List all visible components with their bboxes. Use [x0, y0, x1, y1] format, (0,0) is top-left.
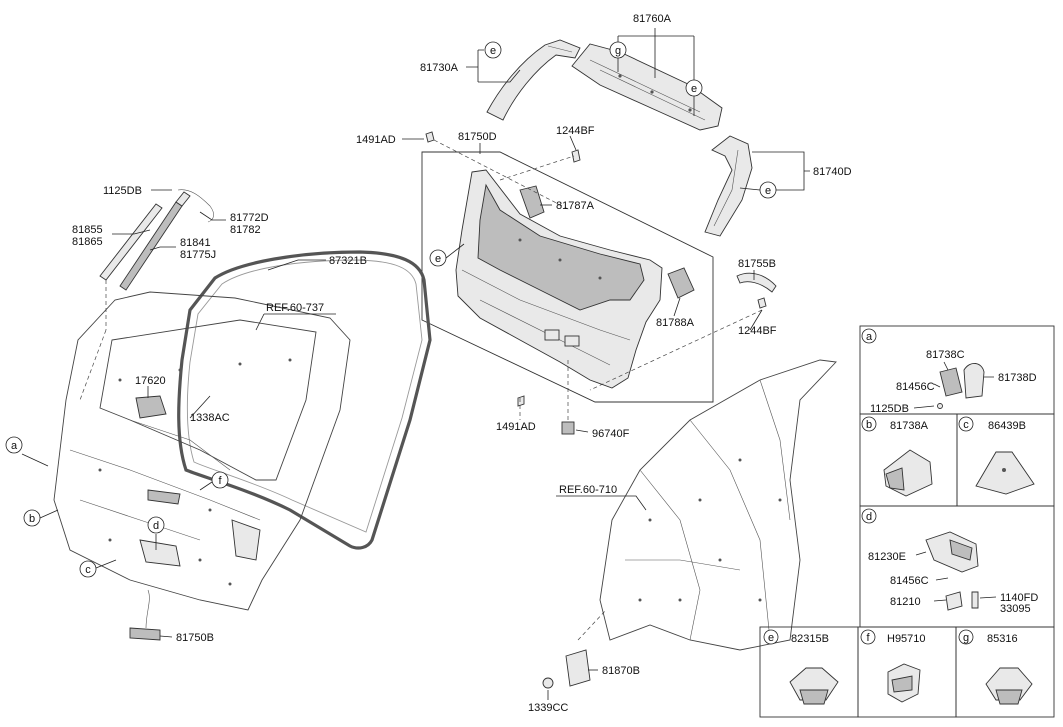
pad-81788A — [667, 267, 695, 299]
panel-b-letter: b — [866, 419, 872, 431]
callout-letter: e — [765, 185, 771, 197]
panel-g-part: 85316 — [987, 633, 1018, 645]
panel-c-letter: c — [963, 419, 969, 431]
panel-a: a 81738C 81456C 81738D 1125DB — [861, 328, 1037, 415]
label-17620: 17620 — [135, 375, 166, 387]
bracket-81870B — [565, 649, 591, 687]
panel-f-part: H95710 — [887, 633, 926, 645]
callout-letter: a — [11, 440, 18, 452]
label-81775J: 81775J — [180, 249, 216, 261]
strut-81855 — [99, 203, 163, 281]
label-1339CC: 1339CC — [528, 702, 568, 714]
panel-e: e 82315B — [763, 629, 839, 705]
seal-87321B — [177, 250, 432, 550]
callout-letter: e — [691, 83, 697, 95]
callout-e-81750D: e — [429, 249, 447, 267]
panel-f-letter: f — [866, 632, 870, 644]
label-81760A: 81760A — [633, 13, 672, 25]
label-81740D: 81740D — [813, 166, 852, 178]
callout-e-81730A: e — [484, 41, 502, 59]
label-1491AD-bot: 1491AD — [496, 421, 536, 433]
label-81855: 81855 — [72, 224, 103, 236]
trim-81760A — [571, 43, 723, 131]
callout-c: c — [79, 560, 97, 578]
body-structure — [599, 359, 837, 651]
panel-a-part-1: 81738C — [926, 349, 965, 361]
panel-a-part-3: 81738D — [998, 372, 1037, 384]
label-81870B: 81870B — [602, 665, 640, 677]
trim-81730A — [486, 39, 581, 121]
panel-b-part: 81738A — [890, 420, 929, 432]
panel-g-letter: g — [963, 632, 969, 644]
label-1244BF-top: 1244BF — [556, 125, 595, 137]
panel-f: f H95710 — [860, 629, 926, 703]
callout-letter: b — [29, 513, 35, 525]
callout-letter: c — [85, 564, 91, 576]
panel-a-letter: a — [866, 331, 873, 343]
callout-letter: d — [153, 520, 159, 532]
label-ref-60-710: REF.60-710 — [559, 484, 617, 496]
label-87321B: 87321B — [329, 255, 367, 267]
trim-panel-box — [421, 151, 714, 403]
handle-81755B — [736, 272, 777, 293]
panel-d: d 81230E 81456C 81210 1140FD 33095 — [861, 508, 1038, 615]
seal-inner-edge — [186, 259, 423, 533]
panel-g: g 85316 — [958, 629, 1033, 705]
tailgate-panel — [53, 291, 351, 611]
panel-d-part-2: 81456C — [890, 575, 929, 587]
panel-c-part: 86439B — [988, 420, 1026, 432]
panel-b: b 81738A — [861, 416, 933, 497]
switch-wire — [145, 589, 150, 629]
panel-d-part-5: 33095 — [1000, 603, 1031, 615]
panel-d-part-4: 1140FD — [1000, 592, 1038, 604]
label-81787A: 81787A — [556, 200, 595, 212]
callout-g-81760A: g — [609, 41, 627, 59]
pad-81787A — [519, 185, 545, 219]
cable-81772D — [177, 189, 214, 223]
label-81730A: 81730A — [420, 62, 459, 74]
callout-f: f — [211, 471, 229, 489]
label-81750D: 81750D — [458, 131, 497, 143]
panel-e-part: 82315B — [791, 633, 829, 645]
leaders — [21, 28, 810, 700]
trim-panel-81750D — [455, 169, 663, 389]
callout-letter: g — [615, 45, 621, 57]
label-1125DB: 1125DB — [103, 185, 142, 197]
callout-b: b — [23, 509, 41, 527]
panel-c: c 86439B — [958, 416, 1035, 495]
panel-d-part-3: 81210 — [890, 596, 921, 608]
switch-81750B — [129, 627, 161, 641]
label-96740F: 96740F — [592, 428, 630, 440]
label-81772D: 81772D — [230, 212, 269, 224]
trim-81740D — [704, 135, 753, 237]
callout-e-81760A: e — [685, 79, 703, 97]
label-81788A: 81788A — [656, 317, 695, 329]
label-81865: 81865 — [72, 236, 103, 248]
callout-e-81740D: e — [759, 181, 777, 199]
panel-d-part-1: 81230E — [868, 551, 906, 563]
label-81750B: 81750B — [176, 632, 214, 644]
callout-letter: f — [218, 475, 222, 487]
strut-81841 — [119, 191, 191, 291]
label-1338AC: 1338AC — [190, 412, 230, 424]
callout-d: d — [147, 516, 165, 534]
panel-a-part-4: 1125DB — [870, 403, 909, 415]
label-ref-60-737: REF.60-737 — [266, 302, 324, 314]
panel-d-letter: d — [866, 511, 872, 523]
detail-panels — [759, 325, 1055, 718]
panel-a-part-2: 81456C — [896, 381, 935, 393]
camera-17620 — [135, 395, 167, 419]
callout-letter: e — [435, 253, 441, 265]
label-1244BF-bot: 1244BF — [738, 325, 777, 337]
label-1491AD-top: 1491AD — [356, 134, 396, 146]
callout-letter: e — [490, 45, 496, 57]
panel-e-letter: e — [768, 632, 774, 644]
callout-a: a — [5, 436, 23, 454]
label-81841: 81841 — [180, 237, 211, 249]
label-81755B: 81755B — [738, 258, 776, 270]
label-81782: 81782 — [230, 224, 261, 236]
